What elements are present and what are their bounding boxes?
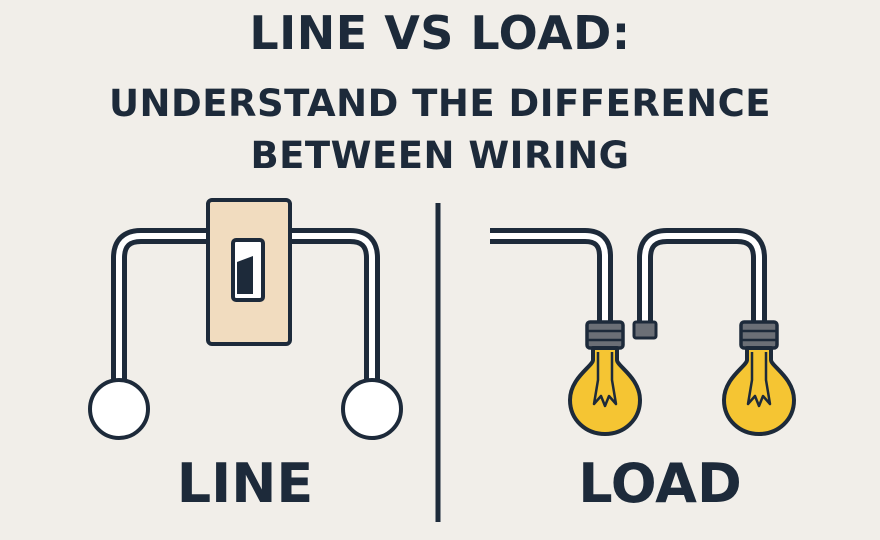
switch-icon <box>206 198 292 346</box>
load-wire-1-icon <box>490 228 613 325</box>
right-wire-icon <box>288 228 380 385</box>
title-line-3: BETWEEN WIRING <box>250 134 630 177</box>
load-panel <box>490 228 796 436</box>
load-label: LOAD <box>578 452 742 515</box>
right-terminal-icon <box>341 378 403 440</box>
light-bulb-icon <box>722 320 796 436</box>
title-line-2: UNDERSTAND THE DIFFERENCE <box>108 82 772 125</box>
load-wire-2-icon <box>637 228 767 325</box>
line-panel <box>88 198 403 440</box>
title-line-1: LINE VS LOAD: <box>249 6 631 60</box>
left-wire-icon <box>111 228 212 385</box>
line-label: LINE <box>176 452 314 515</box>
left-terminal-icon <box>88 378 150 440</box>
light-bulb-icon <box>568 320 642 436</box>
wire-end-cap <box>632 320 658 340</box>
